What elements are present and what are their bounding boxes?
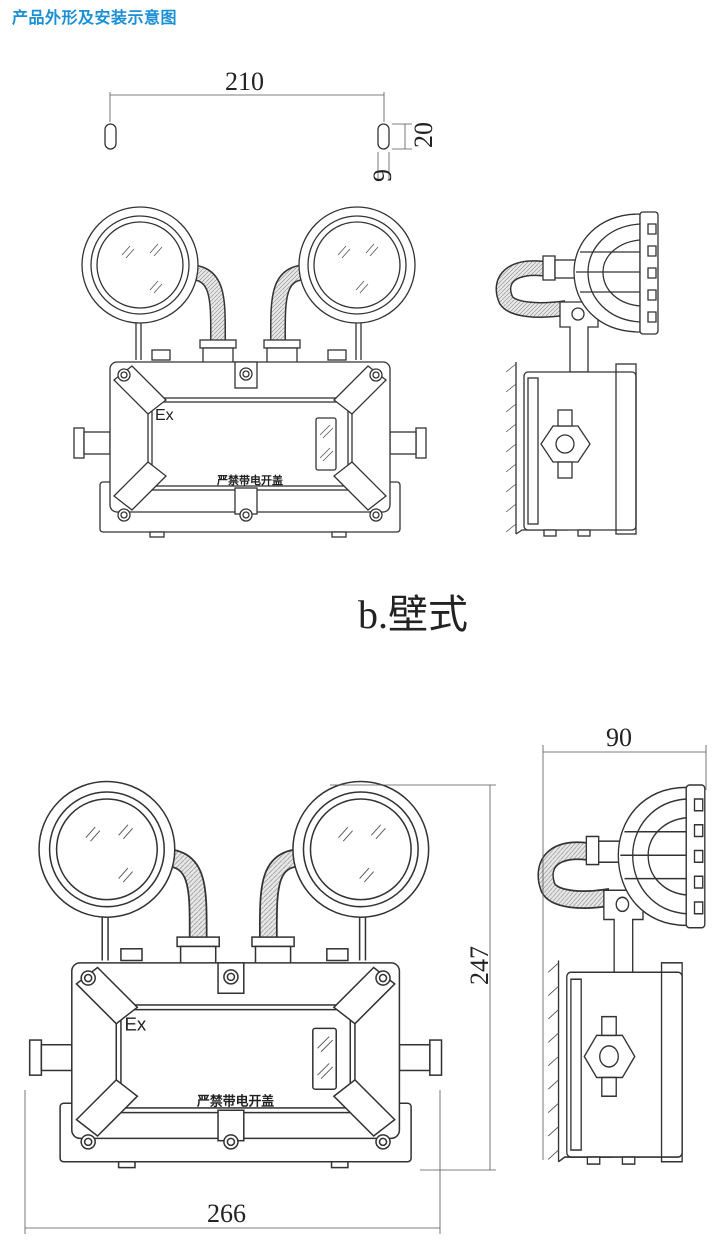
width-label: 266 <box>207 1199 246 1228</box>
depth-label: 90 <box>606 723 632 752</box>
warning-label: 严禁带电开盖 <box>216 473 283 487</box>
front-view-dimensioned: Ex 严禁带电开盖 <box>30 781 442 1167</box>
front-view-drawing <box>74 207 426 537</box>
front-view-wall-mount: Ex 严禁带电开盖 <box>74 207 426 537</box>
caption-wall-type: b.壁式 <box>358 592 468 637</box>
mounting-slot-right <box>377 123 390 150</box>
slot-height-label: 20 <box>409 122 438 148</box>
side-view-drawing <box>546 785 705 1164</box>
overall-dimensions: 90 247 266 <box>24 723 707 1234</box>
ex-mark: Ex <box>124 1014 146 1035</box>
side-view-dimensioned <box>546 785 705 1164</box>
hole-spacing-label: 210 <box>225 67 264 96</box>
ex-mark: Ex <box>155 407 174 424</box>
height-label: 247 <box>465 946 494 985</box>
mounting-slot-left <box>104 123 117 150</box>
front-view-drawing <box>30 781 442 1167</box>
slot-width-label: 9 <box>368 169 397 182</box>
side-view-wall-mount <box>503 212 658 536</box>
side-view-drawing <box>503 212 658 536</box>
warning-label: 严禁带电开盖 <box>197 1094 274 1110</box>
mounting-holes-dimension: 210 20 9 <box>104 67 438 182</box>
page-title: 产品外形及安装示意图 <box>12 10 178 27</box>
